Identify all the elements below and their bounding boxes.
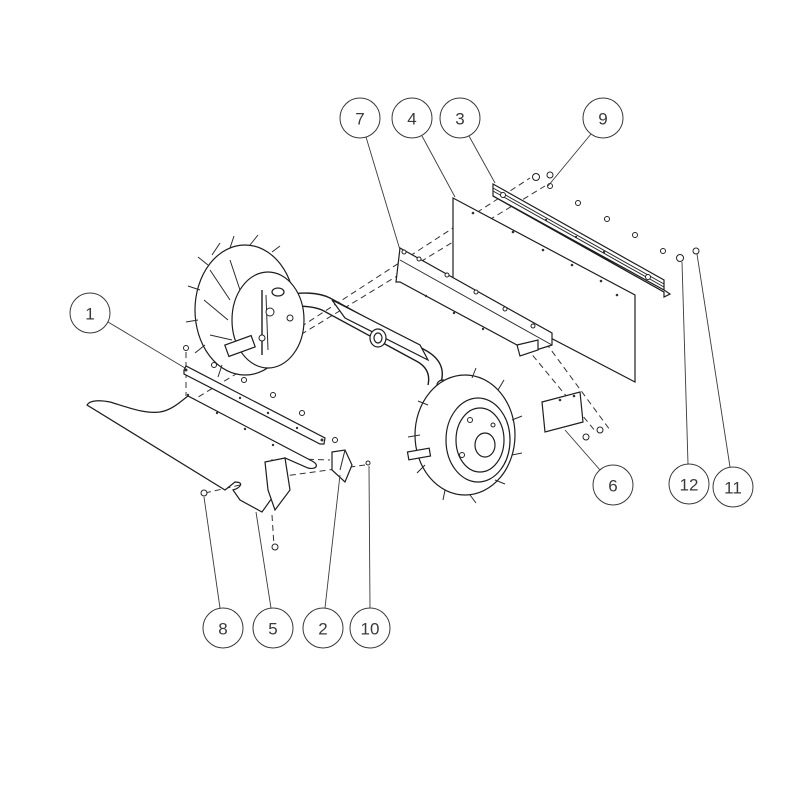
- balloon-6[interactable]: 6: [592, 464, 634, 506]
- part-5-guard-plate[interactable]: [86, 393, 317, 551]
- washer-icon: [532, 173, 540, 181]
- nut-icon: [692, 247, 700, 255]
- balloon-11[interactable]: 11: [712, 466, 754, 508]
- part-6-square-plate[interactable]: [541, 391, 604, 441]
- nut-icon: [582, 433, 590, 441]
- bolt-icon: [632, 232, 638, 238]
- bolt-icon: [660, 248, 666, 254]
- bolt-icon: [575, 200, 581, 206]
- svg-text:9: 9: [598, 110, 607, 129]
- balloon-10[interactable]: 10: [349, 607, 391, 649]
- part-3-angled-rail[interactable]: [492, 182, 672, 298]
- svg-text:4: 4: [407, 110, 416, 129]
- balloon-1[interactable]: 1: [69, 292, 111, 334]
- svg-text:8: 8: [218, 620, 227, 639]
- balloon-8[interactable]: 8: [202, 607, 244, 649]
- balloon-4[interactable]: 4: [391, 97, 433, 139]
- balloon-7[interactable]: 7: [339, 97, 381, 139]
- svg-text:2: 2: [318, 620, 327, 639]
- part-2-angle-bracket[interactable]: [331, 437, 371, 484]
- nut-icon: [596, 426, 604, 434]
- bolt-icon: [365, 460, 371, 466]
- balloon-2[interactable]: 2: [302, 607, 344, 649]
- fasteners-top: [532, 171, 700, 262]
- svg-text:3: 3: [455, 110, 464, 129]
- part-1-flat-strip[interactable]: [183, 345, 326, 445]
- bolt-icon: [604, 216, 610, 222]
- left-wheel[interactable]: [185, 234, 305, 378]
- balloon-9[interactable]: 9: [582, 97, 624, 139]
- part-4-large-panel[interactable]: [452, 197, 636, 383]
- nut-icon: [546, 171, 554, 179]
- svg-text:12: 12: [680, 476, 699, 495]
- svg-text:5: 5: [268, 620, 277, 639]
- svg-text:1: 1: [85, 305, 94, 324]
- svg-text:7: 7: [355, 110, 364, 129]
- nut-icon: [271, 543, 279, 551]
- svg-text:11: 11: [724, 479, 742, 498]
- bolt-icon: [200, 489, 208, 497]
- leader-lines: [107, 133, 731, 609]
- balloon-5[interactable]: 5: [252, 607, 294, 649]
- washer-icon: [676, 254, 684, 262]
- svg-text:6: 6: [608, 477, 617, 496]
- balloon-3[interactable]: 3: [439, 97, 481, 139]
- right-wheel[interactable]: [406, 367, 523, 504]
- part-7-front-bracket[interactable]: [395, 247, 553, 357]
- axle-assembly[interactable]: [284, 292, 450, 391]
- balloon-12[interactable]: 12: [668, 463, 710, 505]
- bolt-icon: [332, 437, 338, 443]
- svg-text:10: 10: [361, 620, 380, 639]
